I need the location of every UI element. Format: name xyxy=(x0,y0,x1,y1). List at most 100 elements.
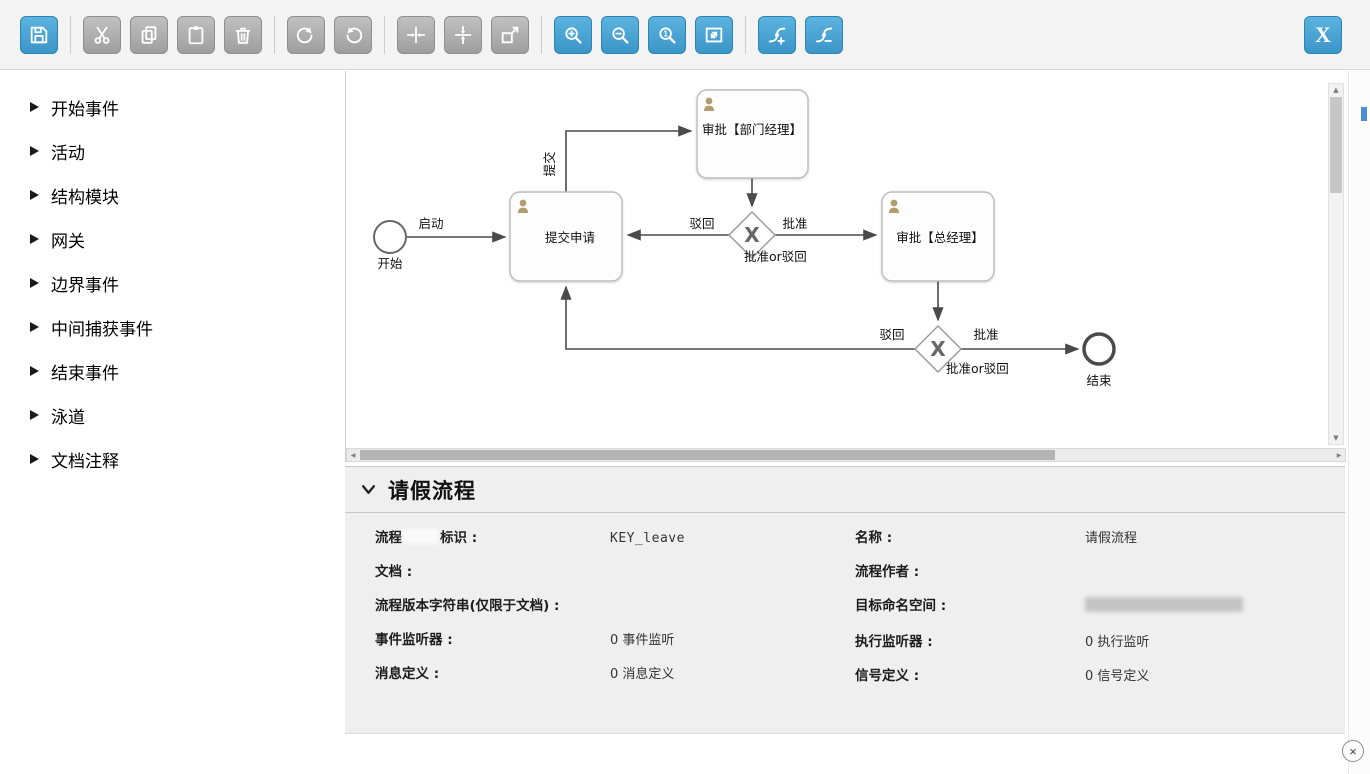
align-horizontal-icon xyxy=(406,26,426,43)
zoom-out-button[interactable] xyxy=(601,15,639,54)
cut-button[interactable] xyxy=(83,15,121,54)
add-bendpoint-button[interactable] xyxy=(758,15,796,54)
undo-button[interactable] xyxy=(334,15,372,54)
chevron-right-icon xyxy=(30,146,39,156)
canvas-vertical-scrollbar[interactable]: ▲ ▼ xyxy=(1328,83,1344,445)
same-size-button[interactable] xyxy=(491,15,529,54)
palette-item-structural[interactable]: 结构模块 xyxy=(30,173,345,217)
field-execution-listeners: 执行监听器 : 0 执行监听 xyxy=(855,633,1345,652)
redo-button[interactable] xyxy=(287,15,325,54)
field-event-listeners-value[interactable]: 0 事件监听 xyxy=(610,633,675,648)
scroll-position-marker xyxy=(1361,107,1367,121)
scroll-left-arrow[interactable]: ◀ xyxy=(350,451,356,459)
copy-icon xyxy=(141,25,157,44)
task-dept-manager-label: 审批【部门经理】 xyxy=(702,122,802,137)
toolbar-group-edit xyxy=(70,15,274,54)
task-submit-label: 提交申请 xyxy=(545,230,595,245)
toolbar-group-history xyxy=(274,15,384,54)
palette-item-boundary-events[interactable]: 边界事件 xyxy=(30,261,345,305)
chevron-right-icon xyxy=(30,322,39,332)
field-author: 流程作者 : xyxy=(855,563,1345,582)
task-general-manager[interactable]: 审批【总经理】 xyxy=(881,191,995,282)
palette-item-activities[interactable]: 活动 xyxy=(30,129,345,173)
same-size-icon xyxy=(501,26,519,43)
field-name-value[interactable]: 请假流程 xyxy=(1085,531,1138,546)
chevron-right-icon xyxy=(30,102,39,112)
vertical-scroll-thumb[interactable] xyxy=(1330,97,1342,193)
palette-item-label: 活动 xyxy=(51,143,85,164)
field-message-definitions-value[interactable]: 0 消息定义 xyxy=(610,667,675,682)
chevron-right-icon xyxy=(30,190,39,200)
field-event-listeners-label: 事件监听器 : xyxy=(375,632,453,648)
palette-item-gateways[interactable]: 网关 xyxy=(30,217,345,261)
redo-icon xyxy=(296,26,313,43)
flow-reject2-label: 驳回 xyxy=(879,327,904,342)
paste-icon xyxy=(188,25,204,44)
palette-item-label: 文档注释 xyxy=(51,451,119,472)
zoom-out-icon xyxy=(612,26,629,44)
copy-button[interactable] xyxy=(130,15,168,54)
undo-icon xyxy=(346,26,363,43)
scroll-right-arrow[interactable]: ▶ xyxy=(1336,451,1342,459)
bpmn-diagram[interactable]: 开始 启动 提交申请 提交 审批【部门经理】 X 批准or驳回 驳回 批准 xyxy=(346,71,1329,449)
flow-gateway2-reject[interactable] xyxy=(560,285,915,350)
align-horizontal-button[interactable] xyxy=(397,15,435,54)
delete-button[interactable] xyxy=(224,15,262,54)
horizontal-scroll-thumb[interactable] xyxy=(360,450,1055,460)
collapse-chevron-icon[interactable] xyxy=(361,482,376,497)
field-signal-definitions-label: 信号定义 : xyxy=(855,668,920,684)
chevron-right-icon xyxy=(30,278,39,288)
zoom-actual-button[interactable]: 1 xyxy=(648,15,686,54)
user-icon xyxy=(518,199,528,213)
align-vertical-button[interactable] xyxy=(444,15,482,54)
chevron-right-icon xyxy=(30,454,39,464)
field-execution-listeners-value[interactable]: 0 执行监听 xyxy=(1085,635,1150,650)
zoom-in-button[interactable] xyxy=(554,15,592,54)
flow-approve1-label: 批准 xyxy=(782,216,807,231)
remove-bendpoint-button[interactable] xyxy=(805,15,843,54)
scroll-up-arrow[interactable]: ▲ xyxy=(1333,86,1339,94)
field-signal-definitions-value[interactable]: 0 信号定义 xyxy=(1085,669,1150,684)
field-process-key: 流程标识 : KEY_leave xyxy=(375,529,855,548)
task-submit[interactable]: 提交申请 xyxy=(509,191,623,282)
properties-column-right: 名称 : 请假流程 流程作者 : 目标命名空间 : 执行监听器 : 0 执行监听… xyxy=(855,529,1345,701)
gateway-1-symbol: X xyxy=(744,223,760,247)
palette-item-end-events[interactable]: 结束事件 xyxy=(30,349,345,393)
end-event-node[interactable] xyxy=(1082,332,1116,366)
field-version-string-label: 流程版本字符串(仅限于文档) : xyxy=(375,598,560,614)
task-dept-manager[interactable]: 审批【部门经理】 xyxy=(696,89,809,179)
user-icon xyxy=(704,97,714,111)
palette-item-intermediate-catching-events[interactable]: 中间捕获事件 xyxy=(30,305,345,349)
palette-item-annotations[interactable]: 文档注释 xyxy=(30,437,345,481)
align-vertical-icon xyxy=(454,25,472,44)
palette-item-lanes[interactable]: 泳道 xyxy=(30,393,345,437)
canvas-horizontal-scrollbar[interactable]: ◀ ▶ xyxy=(346,448,1346,462)
field-process-key-value[interactable]: KEY_leave xyxy=(610,531,685,546)
field-author-label: 流程作者 : xyxy=(855,564,920,580)
export-xml-button[interactable]: X xyxy=(1304,15,1342,54)
diagram-canvas[interactable]: 开始 启动 提交申请 提交 审批【部门经理】 X 批准or驳回 驳回 批准 xyxy=(345,71,1346,462)
save-icon xyxy=(30,26,48,43)
flow-submit-to-dept[interactable] xyxy=(565,125,693,192)
gateway-2-label: 批准or驳回 xyxy=(946,361,1009,376)
start-event-label: 开始 xyxy=(377,256,403,271)
delete-icon xyxy=(235,27,251,44)
palette-item-label: 中间捕获事件 xyxy=(51,319,153,340)
field-target-namespace: 目标命名空间 : xyxy=(855,597,1345,618)
zoom-fit-icon xyxy=(705,27,723,42)
save-button[interactable] xyxy=(20,15,58,54)
paste-button[interactable] xyxy=(177,15,215,54)
start-event-node[interactable] xyxy=(373,220,407,254)
toolbar-group-bendpoint xyxy=(745,15,855,54)
end-event-label: 结束 xyxy=(1086,373,1112,388)
field-signal-definitions: 信号定义 : 0 信号定义 xyxy=(855,667,1345,686)
gateway-2[interactable]: X xyxy=(913,324,963,374)
scroll-down-arrow[interactable]: ▼ xyxy=(1333,434,1339,442)
gateway-1[interactable]: X xyxy=(727,210,777,260)
field-target-namespace-value[interactable] xyxy=(1085,597,1243,618)
close-button[interactable]: × xyxy=(1342,740,1364,762)
palette-item-label: 边界事件 xyxy=(51,275,119,296)
palette-item-start-events[interactable]: 开始事件 xyxy=(30,85,345,129)
zoom-fit-button[interactable] xyxy=(695,15,733,54)
page-right-scrollbar-area[interactable] xyxy=(1348,71,1370,774)
